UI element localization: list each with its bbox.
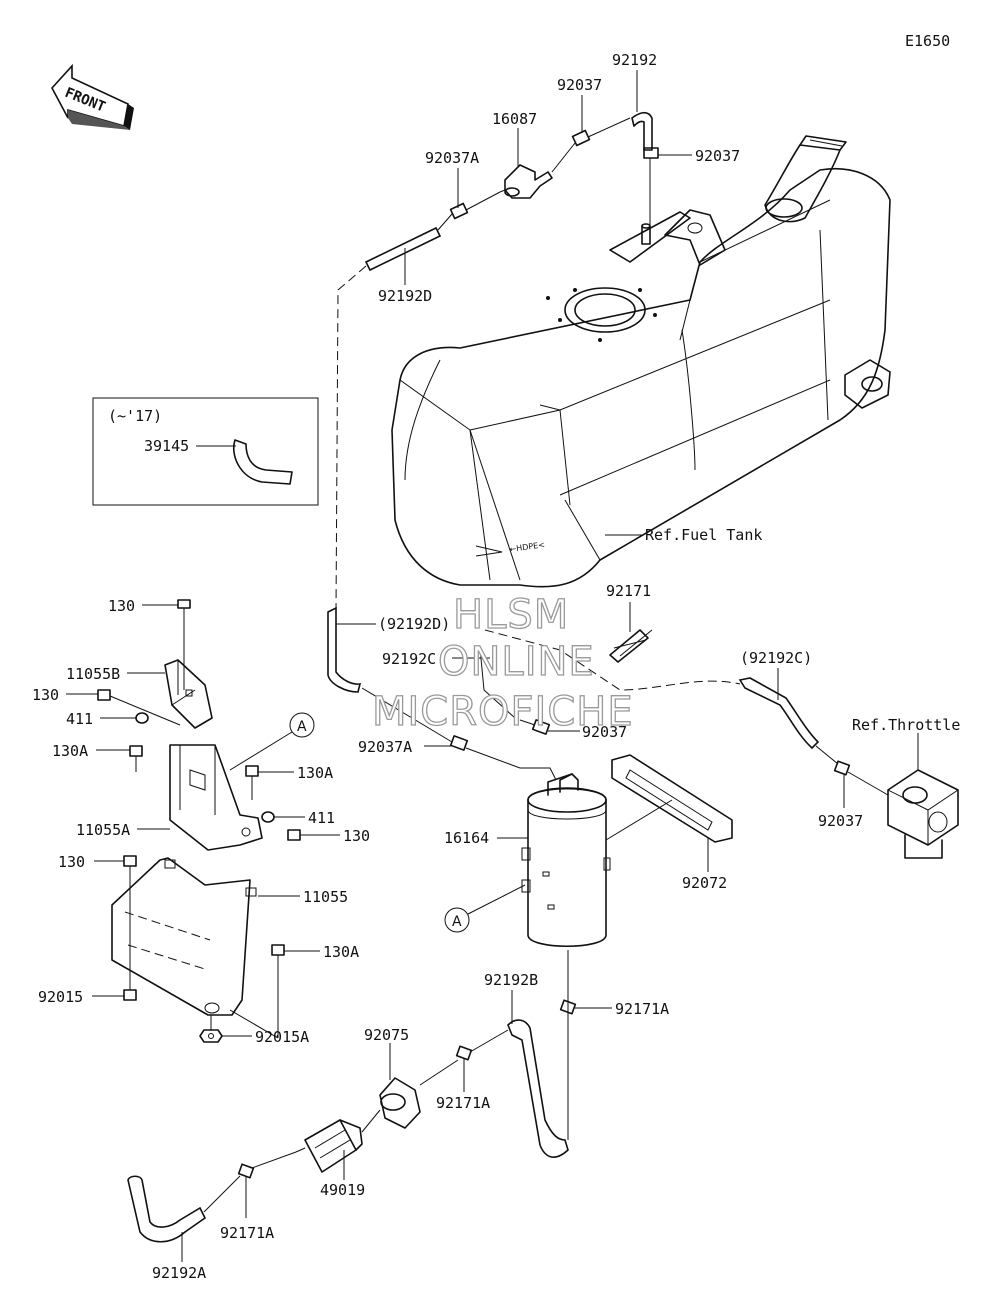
bracket-11055b (164, 659, 213, 729)
label-92192d: 92192D (378, 287, 432, 305)
label-92037-top: 92037 (557, 76, 602, 94)
washer-411-b (261, 811, 275, 823)
label-11055a: 11055A (76, 821, 130, 839)
label-130-c: 130 (343, 827, 370, 845)
label-130-d: 130 (58, 853, 85, 871)
label-92192a: 92192A (152, 1264, 206, 1282)
fuel-tank: ←HDPE< (391, 135, 891, 588)
label-92037-throttle: 92037 (818, 812, 863, 830)
label-92192: 92192 (612, 51, 657, 69)
label-130a-b: 130A (297, 764, 333, 782)
inset-box (92, 397, 319, 506)
bracket-11055a (169, 744, 263, 851)
inset-note: (~'17) (108, 407, 162, 425)
label-130-a: 130 (108, 597, 135, 615)
clamp-92037a-top (449, 202, 469, 220)
hose-92192d-lower (327, 606, 362, 693)
label-92037-mid: 92037 (582, 723, 627, 741)
label-130a-first: 130A (52, 742, 88, 760)
svg-text:←HDPE<: ←HDPE< (509, 540, 545, 554)
label-92037a-top: 92037A (425, 149, 479, 167)
nut-92015 (123, 989, 137, 1001)
filter-49019 (295, 1119, 363, 1173)
plate-11055 (111, 857, 257, 1016)
label-49019: 49019 (320, 1181, 365, 1199)
bolt-130a-b (245, 765, 259, 800)
label-16164: 16164 (444, 829, 489, 847)
bolt-130-a (177, 599, 191, 625)
label-130-b: 130 (32, 686, 59, 704)
label-92171a-b: 92171A (436, 1094, 490, 1112)
bolt-130a-c (271, 944, 285, 1038)
hose-92192 (631, 111, 653, 151)
callout-a-bottom-label: A (452, 914, 462, 930)
watermark-line-3: MICROFICHE (372, 689, 634, 735)
label-92037-right: 92037 (695, 147, 740, 165)
clamp-92037-throttle (833, 760, 851, 776)
label-92171: 92171 (606, 582, 651, 600)
clamp-92037a-mid (449, 735, 469, 751)
callout-a-bottom: A (444, 907, 470, 933)
label-92075: 92075 (364, 1026, 409, 1044)
nut-92015a (199, 1029, 223, 1043)
hose-92192a (127, 1175, 207, 1243)
bolt-130-b (97, 689, 111, 701)
clamp-92037-right (643, 147, 659, 159)
label-92171a-a: 92171A (615, 1000, 669, 1018)
label-92037a-mid: 92037A (358, 738, 412, 756)
label-92192b: 92192B (484, 971, 538, 989)
hose-92192d (364, 226, 442, 272)
bolt-130a-a (129, 745, 143, 772)
callout-a-top-label: A (297, 719, 307, 735)
bolt-130-d (123, 855, 137, 867)
washer-411-a (135, 712, 149, 724)
label-92171a-c: 92171A (220, 1224, 274, 1242)
label-92192d-paren: (92192D) (378, 615, 450, 633)
watermark: HLSM ONLINE MICROFICHE (371, 591, 634, 735)
label-411-first: 411 (66, 710, 93, 728)
watermark-line-2: ONLINE (438, 639, 595, 685)
clamp-92037-top (571, 129, 591, 147)
label-39145: 39145 (144, 437, 189, 455)
hose-39145 (233, 439, 293, 485)
canister-16164 (521, 773, 611, 947)
front-arrow-icon: FRONT (51, 63, 134, 130)
clamp-92171a-b (455, 1045, 473, 1061)
label-11055b: 11055B (66, 665, 120, 683)
label-ref-throttle: Ref.Throttle (852, 716, 960, 734)
label-411-b: 411 (308, 809, 335, 827)
label-92192c: 92192C (382, 650, 436, 668)
clamp-92171a-c (237, 1163, 255, 1179)
diagram-code: E1650 (905, 32, 950, 50)
label-130a-c: 130A (323, 943, 359, 961)
throttle-body (887, 769, 959, 859)
hose-92192b (507, 1019, 569, 1158)
label-92015a: 92015A (255, 1028, 309, 1046)
clip-92171 (609, 629, 653, 663)
damper-92075 (379, 1077, 421, 1129)
label-ref-fuel-tank: Ref.Fuel Tank (645, 526, 762, 544)
watermark-line-1: HLSM (453, 592, 569, 638)
bracket-92072 (611, 754, 733, 843)
bolt-130-c (287, 829, 301, 841)
label-11055: 11055 (303, 888, 348, 906)
clamp-92171a-a (559, 999, 577, 1015)
label-16087: 16087 (492, 110, 537, 128)
callout-a-top: A (289, 712, 315, 738)
hose-92192c (738, 677, 820, 750)
label-92072: 92072 (682, 874, 727, 892)
label-92015: 92015 (38, 988, 83, 1006)
label-92192c-paren: (92192C) (740, 649, 812, 667)
valve-16087 (499, 164, 553, 199)
